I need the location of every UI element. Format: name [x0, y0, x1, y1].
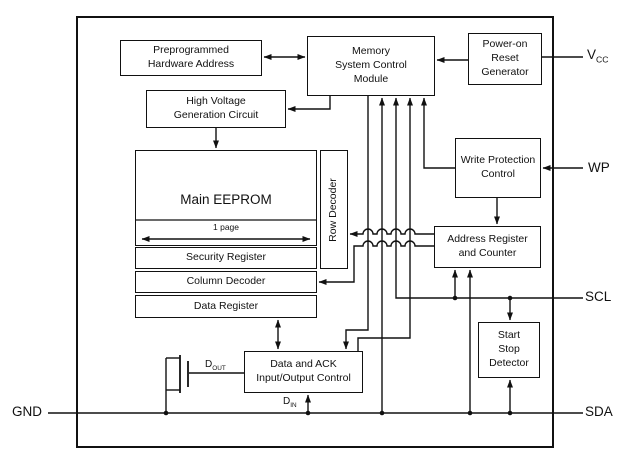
sda-pin-label: SDA [585, 404, 613, 419]
dout-main: D [205, 359, 213, 370]
block-row-decoder: Row Decoder [320, 150, 348, 269]
vcc-main: V [587, 47, 597, 62]
column-decoder-label: Column Decoder [186, 275, 266, 288]
block-memory-system-control-module: Memory System Control Module [307, 36, 435, 96]
block-start-stop-detector: Start Stop Detector [478, 322, 540, 378]
block-high-voltage-generation-circuit: High Voltage Generation Circuit [146, 90, 286, 128]
din-main: D [283, 396, 291, 407]
address-register-and-counter-label: Address Register and Counter [447, 233, 528, 259]
block-security-register: Security Register [135, 247, 317, 269]
data-ack-io-control-label: Data and ACK Input/Output Control [256, 358, 351, 384]
dout-signal-label: DOUT [203, 359, 228, 372]
din-sub: IN [290, 402, 297, 409]
gnd-pin-label: GND [12, 404, 42, 419]
row-decoder-label: Row Decoder [327, 177, 340, 242]
block-write-protection-control: Write Protection Control [455, 138, 541, 198]
block-preprogrammed-hardware-address: Preprogrammed Hardware Address [120, 40, 262, 76]
block-data-register: Data Register [135, 295, 317, 318]
power-on-reset-generator-label: Power-on Reset Generator [481, 38, 529, 78]
din-signal-label: DIN [281, 396, 299, 409]
security-register-label: Security Register [186, 251, 266, 264]
eeprom-page-size-label: 1 page [196, 222, 256, 232]
block-column-decoder: Column Decoder [135, 271, 317, 293]
wp-pin-label: WP [588, 160, 610, 175]
data-register-label: Data Register [193, 299, 259, 312]
vcc-sub: CC [596, 54, 609, 65]
preprogrammed-hardware-address-label: Preprogrammed Hardware Address [147, 44, 235, 70]
block-address-register-and-counter: Address Register and Counter [434, 226, 541, 268]
memory-system-control-module-label: Memory System Control Module [335, 45, 407, 85]
scl-pin-label: SCL [585, 289, 612, 304]
high-voltage-generation-circuit-label: High Voltage Generation Circuit [173, 95, 259, 121]
block-data-ack-io-control: Data and ACK Input/Output Control [244, 351, 363, 393]
dout-sub: OUT [212, 365, 226, 372]
block-power-on-reset-generator: Power-on Reset Generator [468, 33, 542, 85]
write-protection-control-label: Write Protection Control [460, 154, 536, 180]
start-stop-detector-label: Start Stop Detector [489, 329, 529, 369]
main-eeprom-label: Main EEPROM [180, 192, 272, 207]
vcc-pin-label: VCC [587, 47, 608, 65]
